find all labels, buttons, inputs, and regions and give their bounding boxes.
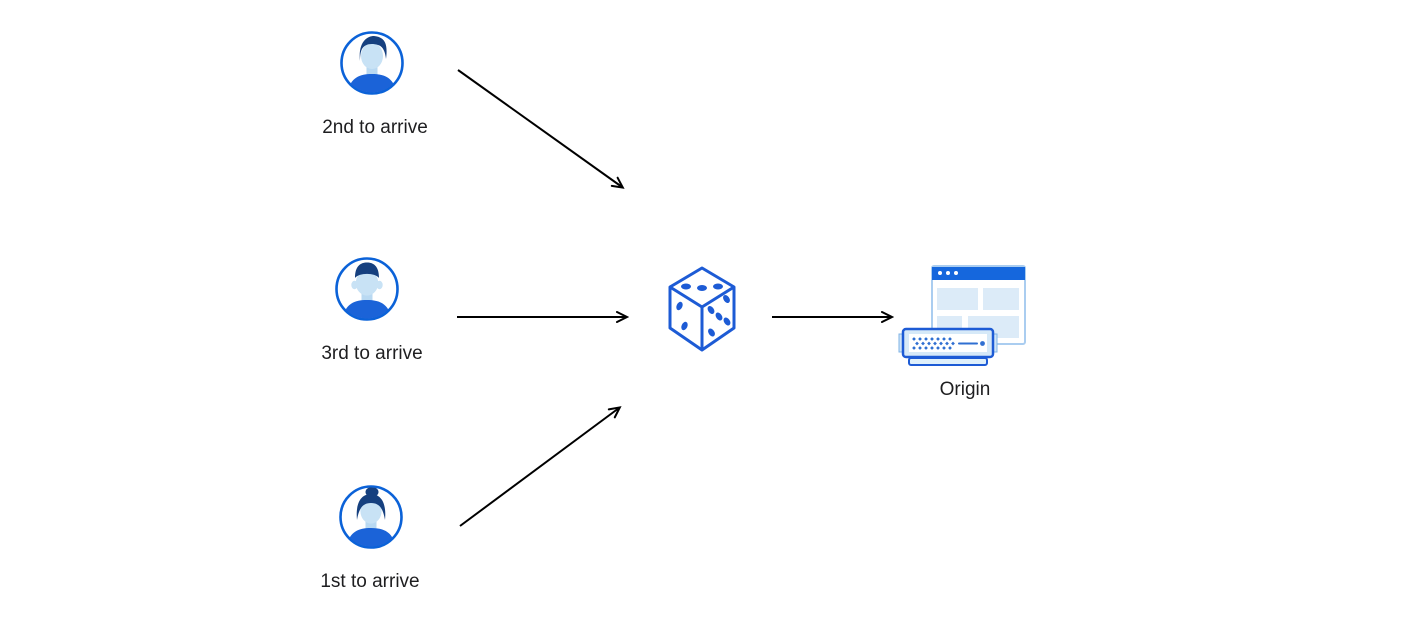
avatar-man-flat-icon: [335, 257, 399, 321]
client-middle-label: 3rd to arrive: [321, 343, 423, 364]
dice-icon: [668, 266, 736, 352]
arrow-client-bottom-to-dice: [459, 408, 619, 527]
avatar-man-swoop-icon: [340, 31, 404, 95]
node-dice: [666, 265, 738, 353]
origin-label: Origin: [939, 379, 991, 400]
node-client-top: [339, 30, 405, 96]
arrow-client-top-to-dice: [457, 69, 622, 187]
client-top-label: 2nd to arrive: [322, 117, 428, 138]
origin-server-icon: [898, 265, 1026, 366]
client-bottom-label: 1st to arrive: [320, 571, 420, 592]
node-origin: [898, 262, 1028, 367]
server-icon: [898, 327, 998, 366]
node-client-bottom: [338, 484, 404, 550]
node-client-middle: [334, 256, 400, 322]
avatar-woman-bun-icon: [339, 485, 403, 549]
